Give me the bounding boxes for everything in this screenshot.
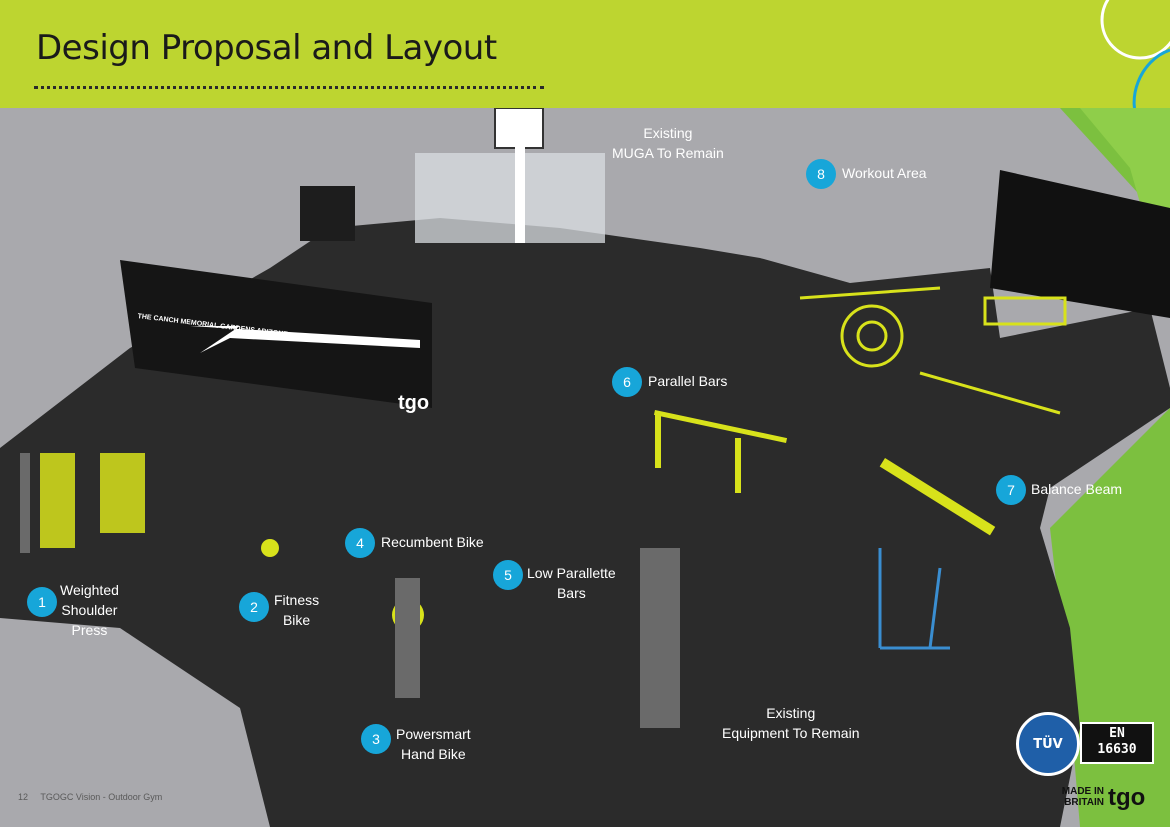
marker-4: 4 [345, 528, 375, 558]
footer: 12 TGOGC Vision - Outdoor Gym [18, 792, 172, 802]
label-recumbent-bike: Recumbent Bike [381, 534, 484, 550]
label-fitness-bike: Fitness Bike [274, 592, 320, 628]
marker-2: 2 [239, 592, 269, 622]
marker-3: 3 [361, 724, 391, 754]
title-underline [34, 86, 544, 89]
tgo-brand-logo: tgo [1108, 784, 1146, 811]
marker-1: 1 [27, 587, 57, 617]
note-existing-equipment: Existing Equipment To Remain [722, 705, 860, 741]
tuv-badge-text: TÜV [1033, 736, 1063, 752]
label-weighted-shoulder-press: Weighted Shoulder Press [60, 582, 119, 638]
marker-7: 7 [996, 475, 1026, 505]
tuv-badge: TÜV [1016, 712, 1080, 776]
header-banner: Design Proposal and Layout [0, 0, 1170, 108]
page-title: Design Proposal and Layout [36, 28, 497, 68]
document-title: TGOGC Vision - Outdoor Gym [40, 792, 163, 802]
label-parallel-bars: Parallel Bars [648, 373, 728, 389]
marker-8: 8 [806, 159, 836, 189]
label-balance-beam: Balance Beam [1031, 481, 1123, 497]
label-low-parallette-bars: Low Parallette Bars [527, 565, 616, 601]
wall-sign-logo: tgo [398, 392, 430, 414]
en-16630-badge: EN 16630 [1080, 722, 1154, 764]
label-workout-area: Workout Area [842, 165, 927, 181]
made-in-britain-badge: MADE IN BRITAIN [1061, 786, 1104, 808]
page-number: 12 [18, 792, 29, 802]
note-existing-muga: Existing MUGA To Remain [612, 125, 724, 161]
label-powersmart-hand-bike: Powersmart Hand Bike [396, 726, 471, 762]
gym-layout-scene [0, 108, 1170, 827]
marker-6: 6 [612, 367, 642, 397]
marker-5: 5 [493, 560, 523, 590]
